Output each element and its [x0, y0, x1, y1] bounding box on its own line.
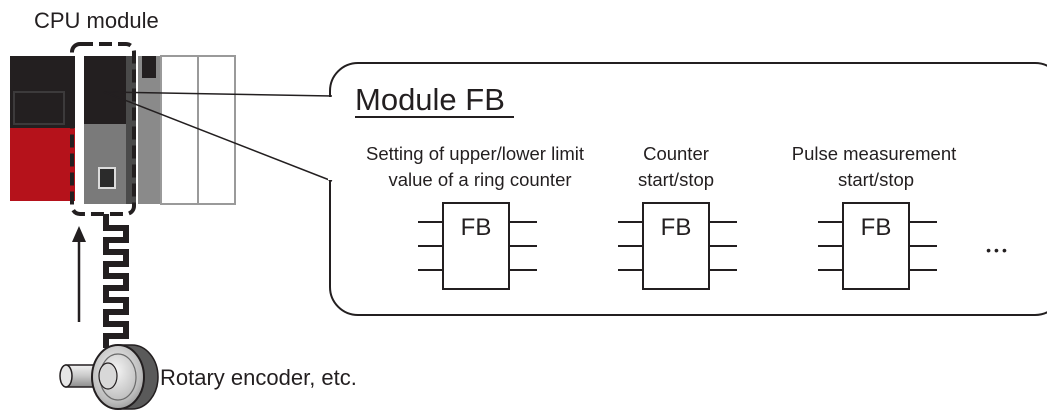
fb-caption-line-2: value of a ring counter	[388, 169, 571, 190]
io-module-dark	[138, 56, 160, 204]
more-blocks-ellipsis: •••	[986, 242, 1010, 258]
cpu-module-top	[84, 56, 126, 124]
cpu-module-bottom	[84, 124, 126, 204]
arrow-up-icon	[72, 226, 86, 322]
fb-block-label: FB	[461, 214, 492, 241]
rotary-encoder-label: Rotary encoder, etc.	[160, 365, 357, 390]
rotary-encoder-icon	[59, 344, 159, 410]
cpu-module-shade	[126, 56, 136, 204]
fb-caption-line-1: Setting of upper/lower limit	[366, 143, 584, 164]
fb-caption-line-1: Pulse measurement	[792, 143, 957, 164]
fb-block-label: FB	[861, 214, 892, 241]
module-fb-title: Module FB	[355, 82, 505, 117]
fb-caption-line-2: start/stop	[838, 169, 914, 190]
function-block-pulse-measurement: Pulse measurement start/stop FB	[792, 143, 957, 290]
plc-rack-icon	[10, 42, 236, 216]
power-module-panel	[13, 91, 65, 125]
empty-slot-2	[197, 55, 236, 205]
cpu-module-label: CPU module	[34, 8, 159, 33]
pulse-signal-icon	[103, 214, 129, 348]
fb-block-label: FB	[661, 214, 692, 241]
module-fb-box	[329, 62, 1047, 316]
cpu-module-port	[98, 167, 116, 189]
callout-line-top	[103, 91, 333, 97]
fb-caption-line-2: start/stop	[638, 169, 714, 190]
callout-line-bottom	[103, 91, 333, 182]
fb-caption-line-1: Counter	[643, 143, 709, 164]
function-block-counter-start-stop: Counter start/stop FB	[618, 143, 737, 290]
callout-gap-cover	[328, 97, 333, 180]
io-module-dark-top	[142, 56, 156, 78]
function-block-ring-counter-limit: Setting of upper/lower limit value of a …	[366, 143, 584, 290]
empty-slot-1	[160, 55, 199, 205]
power-module-bottom	[10, 128, 75, 201]
fb-block	[442, 202, 510, 290]
